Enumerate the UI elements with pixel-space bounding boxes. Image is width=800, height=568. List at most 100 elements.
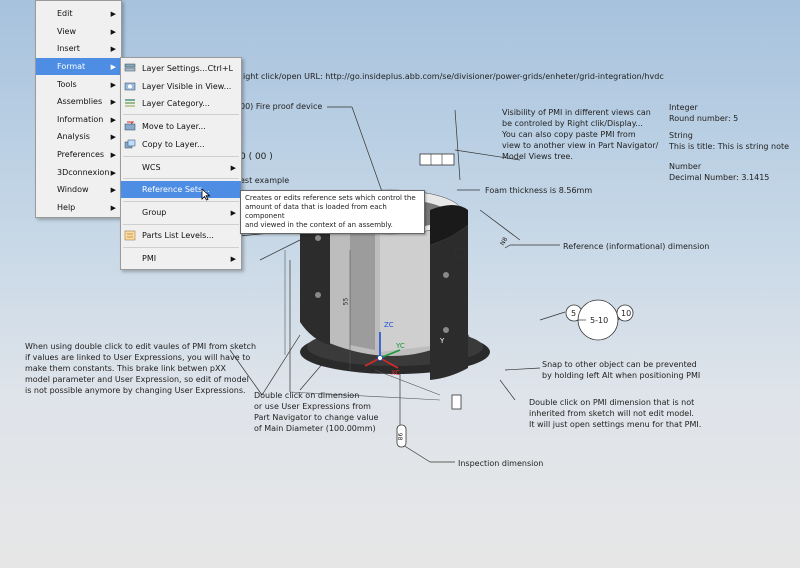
menu-item-group[interactable]: Group ▶: [121, 204, 241, 221]
mouse-cursor-icon: [201, 189, 211, 201]
menu-separator: [123, 114, 239, 115]
menu-item-reference-sets[interactable]: Reference Sets...: [121, 181, 241, 198]
axis-y-label: Y: [440, 337, 445, 345]
menu-item-copy-to-layer[interactable]: Copy to Layer...: [121, 136, 241, 153]
visibility-note: Visibility of PMI in different views can…: [502, 108, 659, 161]
menu-item-move-to-layer[interactable]: Move to Layer...: [121, 118, 241, 135]
layer-category-icon: [125, 99, 135, 107]
shortcut-label: Ctrl+L: [207, 64, 233, 73]
menu-item-label: Insert: [57, 44, 80, 53]
menu-item-label: Parts List Levels...: [142, 231, 214, 240]
copy-to-layer-icon: [124, 139, 136, 149]
menu-item-label: Help: [57, 203, 76, 212]
inspection-dimension-value[interactable]: 86: [397, 432, 405, 441]
chevron-right-icon: ▶: [110, 150, 116, 159]
reference-sets-tooltip: Creates or edits reference sets which co…: [240, 190, 425, 234]
number-note: Number Decimal Number: 3.1415: [669, 162, 770, 182]
menu-separator: [123, 178, 239, 179]
menu-item-label: Copy to Layer...: [142, 140, 205, 149]
menu-item-label: Reference Sets...: [142, 185, 210, 194]
menu-item-tools[interactable]: Tools ▶: [36, 76, 121, 93]
chevron-right-icon: ▶: [230, 208, 236, 217]
sketch-edit-note: When using double click to edit vaules o…: [25, 342, 257, 395]
menu-item-label: WCS: [142, 163, 161, 172]
chevron-right-icon: ▶: [230, 254, 236, 263]
menu-item-label: Preferences: [57, 150, 105, 159]
chevron-right-icon: ▶: [110, 9, 116, 18]
string-note: String This is title: This is string not…: [669, 131, 790, 151]
menu-item-label: Analysis: [57, 132, 90, 141]
menu-item-parts-list-levels[interactable]: Parts List Levels...: [121, 227, 241, 244]
menu-item-preferences[interactable]: Preferences ▶: [36, 146, 121, 163]
menu-separator: [123, 156, 239, 157]
chevron-right-icon: ▶: [110, 97, 116, 106]
chevron-right-icon: ▶: [110, 80, 116, 89]
main-menu: Edit ▶ View ▶ Insert ▶ Format ▶ Tools ▶ Assem…: [35, 0, 122, 218]
chevron-right-icon: ▶: [110, 44, 116, 53]
menu-item-label: Layer Settings...: [142, 64, 208, 73]
menu-item-label: Information: [57, 115, 104, 124]
menu-separator: [123, 224, 239, 225]
example-label: est example: [240, 176, 290, 185]
inspection-dimension-note: Inspection dimension: [458, 459, 544, 468]
layer-visible-icon: [124, 82, 136, 91]
menu-separator: [123, 247, 239, 248]
axis-xc-label: XC: [391, 369, 401, 377]
dimension-edit-note: Double click on dimension or use User Ex…: [254, 391, 379, 433]
menu-item-wcs[interactable]: WCS ▶: [121, 159, 241, 176]
chevron-right-icon: ▶: [110, 62, 116, 71]
menu-item-format[interactable]: Format ▶: [36, 58, 121, 75]
integer-note: Integer Round number: 5: [669, 103, 739, 123]
menu-item-label: Layer Visible in View...: [142, 82, 232, 91]
inherited-pmi-note: Double click on PMI dimension that is no…: [529, 398, 702, 429]
reference-dimension-note: Reference (informational) dimension: [563, 242, 710, 251]
bubble-5-10: 5-10: [590, 316, 609, 325]
menu-item-label: Edit: [57, 9, 73, 18]
menu-item-label: Layer Category...: [142, 99, 210, 108]
chevron-right-icon: ▶: [110, 185, 116, 194]
zero-label: 0 ( 00 ): [240, 152, 273, 162]
menu-item-assemblies[interactable]: Assemblies ▶: [36, 93, 121, 110]
menu-item-label: PMI: [142, 254, 157, 263]
menu-item-information[interactable]: Information ▶: [36, 111, 121, 128]
menu-item-label: Group: [142, 208, 167, 217]
chevron-right-icon: ▶: [110, 27, 116, 36]
move-to-layer-icon: [124, 121, 136, 131]
menu-item-label: Window: [57, 185, 89, 194]
menu-item-layer-visible-in-view[interactable]: Layer Visible in View...: [121, 78, 241, 95]
format-submenu: Layer Settings...Ctrl+L Layer Visible in…: [120, 57, 242, 270]
menu-item-label: Move to Layer...: [142, 122, 206, 131]
menu-item-help[interactable]: Help ▶: [36, 199, 121, 216]
menu-item-analysis[interactable]: Analysis ▶: [36, 128, 121, 145]
url-note: ight click/open URL: http://go.insideplu…: [243, 72, 664, 81]
snap-note: Snap to other object can be prevented by…: [542, 360, 701, 380]
menu-item-insert[interactable]: Insert ▶: [36, 40, 121, 57]
menu-item-3dconnexion[interactable]: 3Dconnexion▶: [36, 164, 121, 181]
menu-item-window[interactable]: Window ▶: [36, 181, 121, 198]
parts-list-icon: [124, 230, 136, 241]
chevron-right-icon: ▶: [110, 168, 116, 177]
foam-thickness-note: Foam thickness is 8.56mm: [485, 186, 593, 195]
menu-item-label: Assemblies: [57, 97, 103, 106]
menu-item-label: View: [57, 27, 76, 36]
menu-item-label: Tools: [57, 80, 77, 89]
dimension-55[interactable]: 55: [342, 297, 350, 306]
menu-item-edit[interactable]: Edit ▶: [36, 5, 121, 22]
bubble-10: 10: [621, 309, 632, 318]
fire-proof-label: 00) Fire proof device: [240, 102, 323, 111]
chevron-right-icon: ▶: [230, 163, 236, 172]
bubble-5: 5: [571, 309, 577, 318]
menu-item-label: Format: [57, 62, 86, 71]
menu-item-view[interactable]: View ▶: [36, 23, 121, 40]
axis-zc-label: ZC: [384, 321, 394, 329]
menu-item-pmi[interactable]: PMI ▶: [121, 250, 241, 267]
axis-yc-label: YC: [396, 342, 405, 350]
layer-settings-icon: [124, 63, 136, 72]
chevron-right-icon: ▶: [110, 132, 116, 141]
menu-item-layer-settings[interactable]: Layer Settings...Ctrl+L: [121, 60, 241, 77]
menu-separator: [123, 201, 239, 202]
chevron-right-icon: ▶: [110, 115, 116, 124]
menu-item-layer-category[interactable]: Layer Category...: [121, 95, 241, 112]
chevron-right-icon: ▶: [110, 203, 116, 212]
menu-item-label: 3Dconnexion: [57, 168, 110, 177]
